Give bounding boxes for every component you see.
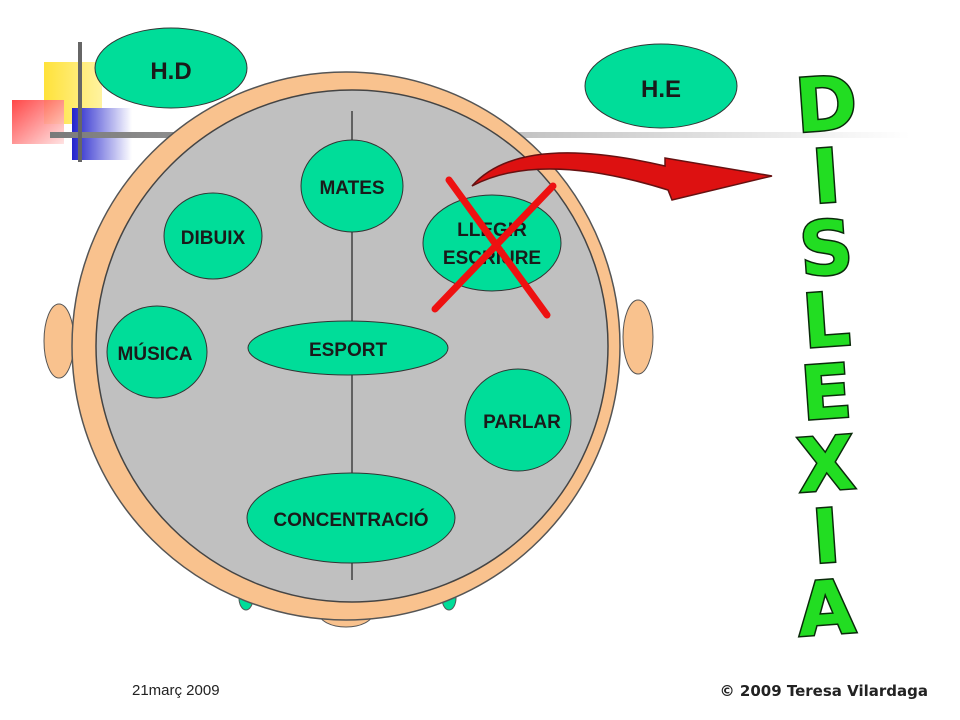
node-concentracio: CONCENTRACIÓ [246, 472, 456, 564]
red-cross-icon [431, 176, 557, 319]
dislexia-letter: D [793, 60, 860, 150]
node-musica: MÚSICA [106, 305, 208, 399]
mates-text: MATES [319, 178, 384, 199]
dislexia-letter: S [797, 204, 856, 294]
hd-text: H.D [150, 58, 191, 85]
dislexia-letter: X [795, 420, 858, 510]
musica-text: MÚSICA [118, 343, 193, 365]
dislexia-letter: A [795, 564, 858, 654]
footer-date: 21març 2009 [132, 682, 220, 699]
node-mates: MATES [300, 139, 404, 233]
node-esport: ESPORT [247, 320, 449, 376]
escriure-text: ESCRIURE [443, 248, 541, 269]
he-text: H.E [641, 76, 681, 103]
concentracio-text: CONCENTRACIÓ [273, 509, 428, 531]
footer-copyright: © 2009 Teresa Vilardaga [719, 682, 928, 700]
esport-text: ESPORT [309, 340, 388, 361]
dibuix-text: DIBUIX [181, 228, 246, 249]
hemisphere-right-label: H.D [94, 27, 248, 109]
dislexia-letter: E [798, 348, 854, 437]
node-dibuix: DIBUIX [163, 192, 263, 280]
curved-red-arrow-icon [471, 152, 773, 201]
parlar-text: PARLAR [483, 412, 561, 433]
node-parlar: PARLAR [464, 368, 572, 472]
dislexia-letter: L [800, 277, 853, 366]
hemisphere-left-label: H.E [584, 43, 738, 129]
dislexia-letter: I [810, 133, 843, 221]
